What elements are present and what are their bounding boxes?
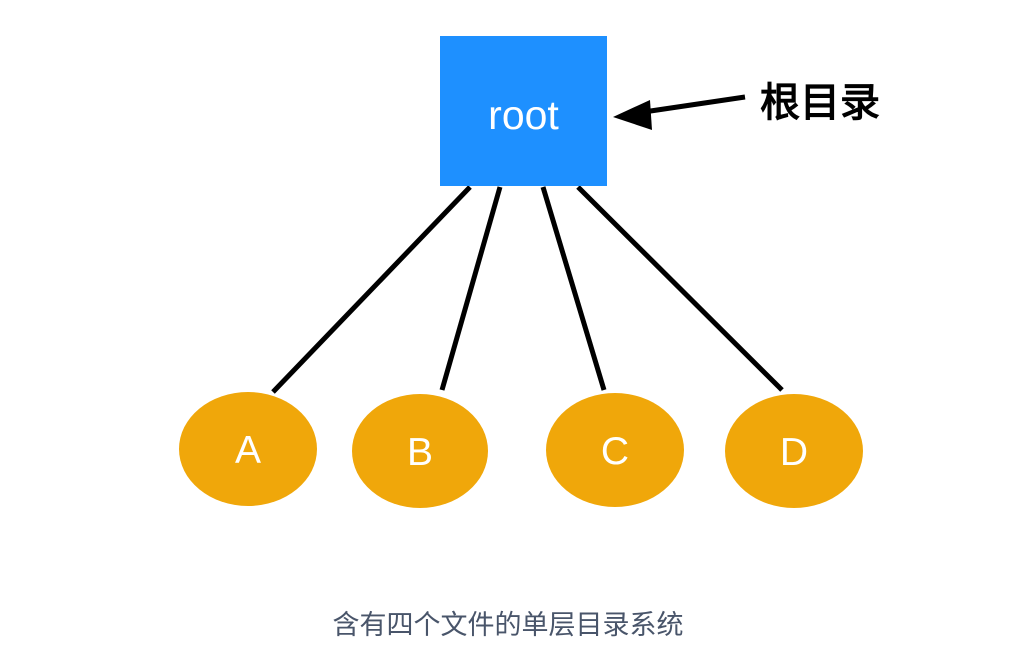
root-node-label: root [488, 92, 559, 138]
node-file-c[interactable]: C [546, 393, 684, 507]
edge-root-to-c [540, 186, 607, 391]
node-root[interactable]: root [440, 36, 607, 186]
file-a-label: A [235, 429, 261, 472]
node-file-b[interactable]: B [352, 394, 488, 508]
edge-root-to-a [271, 185, 472, 394]
edge-root-to-b [439, 186, 503, 391]
file-c-shape [546, 393, 684, 507]
edge-root-to-d [576, 185, 784, 392]
edge-group [271, 185, 784, 394]
file-c-label: C [601, 430, 629, 473]
file-a-shape [179, 392, 317, 506]
annotation-label: 根目录 [760, 80, 880, 126]
node-file-d[interactable]: D [725, 394, 863, 508]
file-d-shape [725, 394, 863, 508]
root-node-shape [440, 36, 607, 186]
annotation-callout: 根目录 [613, 80, 880, 130]
arrow-left-icon-shaft [636, 94, 746, 116]
file-d-label: D [780, 431, 808, 474]
file-b-label: B [407, 431, 433, 474]
diagram-caption: 含有四个文件的单层目录系统 [333, 610, 684, 641]
node-file-a[interactable]: A [179, 392, 317, 506]
file-b-shape [352, 394, 488, 508]
arrow-left-icon-head [613, 100, 652, 130]
